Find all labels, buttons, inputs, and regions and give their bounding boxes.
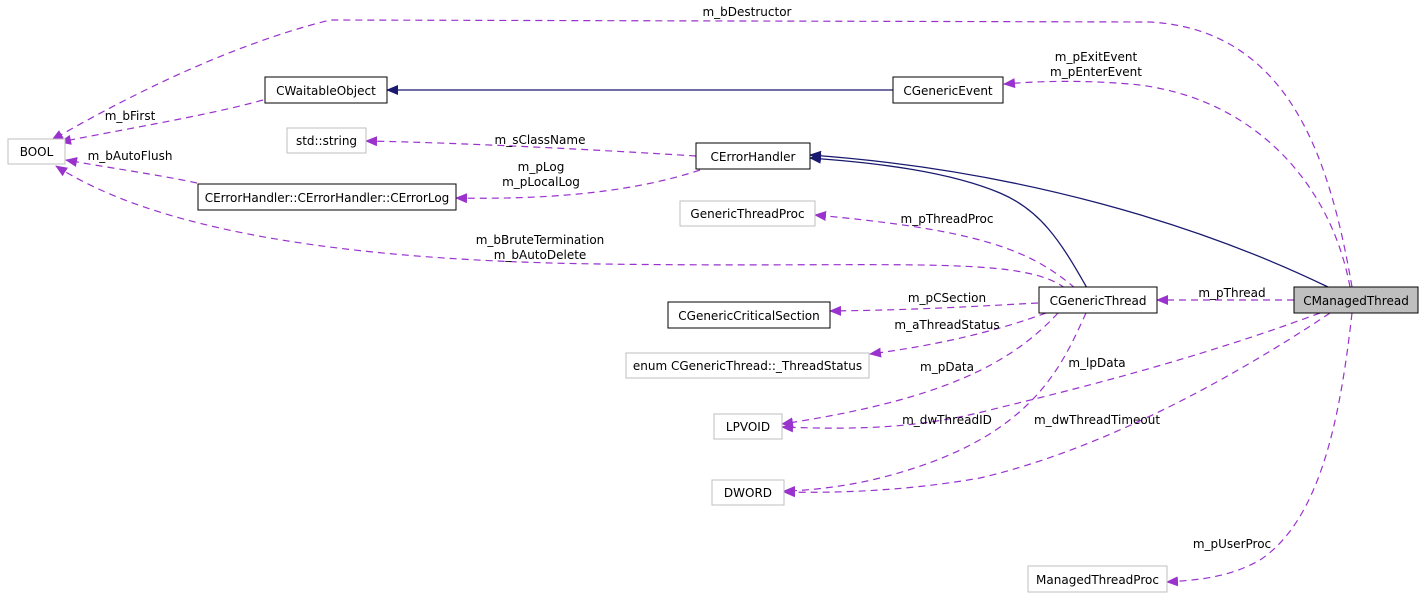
label-m-athreadstatus: m_aThreadStatus (894, 318, 999, 332)
edge-m-sclassname (365, 136, 697, 157)
edge-m-puserproc (1166, 312, 1353, 587)
node-cerrorlog-label: CErrorHandler::CErrorHandler::CErrorLog (205, 191, 450, 205)
node-managedthreadproc[interactable]: ManagedThreadProc (1027, 565, 1168, 593)
label-m-pcsection: m_pCSection (908, 291, 986, 305)
node-dword-label: DWORD (724, 486, 772, 500)
node-genericthreadproc-label: GenericThreadProc (690, 207, 804, 221)
node-cgenericthread-label: CGenericThread (1050, 294, 1147, 308)
node-cgenericcriticalsection[interactable]: CGenericCriticalSection (667, 301, 831, 329)
node-threadstatus[interactable]: enum CGenericThread::_ThreadStatus (625, 352, 870, 379)
node-threadstatus-label: enum CGenericThread::_ThreadStatus (633, 359, 862, 373)
edge-m-bbrutetermination (55, 165, 1066, 289)
label-m-lpdata: m_lpData (1068, 356, 1125, 370)
edge-m-lpdata (781, 312, 1321, 433)
edge-m-bfirst (59, 99, 264, 145)
edge-m-bautoflush (65, 157, 198, 184)
edge-m-pdata (781, 312, 1059, 428)
node-cerrorhandler-label: CErrorHandler (711, 150, 796, 164)
node-stdstring[interactable]: std::string (286, 127, 367, 154)
node-cwaitableobject[interactable]: CWaitableObject (264, 76, 388, 104)
node-bool-label: BOOL (20, 145, 54, 159)
node-cmanagedthread-label: CManagedThread (1303, 294, 1409, 308)
edge-m-pexitevent (1003, 78, 1351, 288)
nodes: BOOL CWaitableObject CGenericEvent std::… (7, 76, 1419, 593)
label-m-pthread: m_pThread (1198, 286, 1265, 300)
label-m-plocallog: m_pLocalLog (502, 175, 580, 189)
edge-labels: m_bDestructor m_pExitEvent m_pEnterEvent… (88, 5, 1272, 551)
node-cerrorhandler[interactable]: CErrorHandler (695, 142, 811, 170)
label-m-penterevent: m_pEnterEvent (1050, 65, 1142, 79)
edge-cgenericthread-to-cerrorhandler (809, 153, 1088, 289)
node-cwaitableobject-label: CWaitableObject (276, 84, 376, 98)
label-m-pthreadproc: m_pThreadProc (901, 212, 994, 226)
node-managedthreadproc-label: ManagedThreadProc (1036, 573, 1159, 587)
member-edges (51, 19, 1353, 587)
node-cerrorlog[interactable]: CErrorHandler::CErrorHandler::CErrorLog (197, 183, 457, 211)
node-cmanagedthread[interactable]: CManagedThread (1293, 286, 1419, 314)
label-m-pdata: m_pData (920, 360, 974, 374)
edge-m-pthreadproc (814, 211, 1076, 289)
node-lpvoid[interactable]: LPVOID (713, 413, 783, 440)
node-bool[interactable]: BOOL (7, 138, 66, 165)
node-cgenericevent-label: CGenericEvent (903, 84, 993, 98)
label-m-sclassname: m_sClassName (495, 133, 586, 147)
label-m-bfirst: m_bFirst (105, 109, 156, 123)
label-m-bautodelete: m_bAutoDelete (494, 248, 587, 262)
node-stdstring-label: std::string (296, 134, 357, 148)
edge-m-athreadstatus (869, 312, 1047, 358)
node-cgenericevent[interactable]: CGenericEvent (892, 76, 1004, 104)
label-m-bbrutetermination: m_bBruteTermination (476, 233, 605, 247)
node-lpvoid-label: LPVOID (726, 420, 770, 434)
node-cgenericthread[interactable]: CGenericThread (1038, 286, 1158, 314)
label-m-puserproc: m_pUserProc (1193, 537, 1271, 551)
label-m-dwthreadtimeout: m_dwThreadTimeout (1034, 413, 1160, 427)
label-m-dwthreadid: m_dwThreadID (902, 413, 992, 427)
edge-cmanagedthread-to-cerrorhandler (809, 150, 1329, 288)
node-dword[interactable]: DWORD (711, 479, 785, 506)
label-m-pexitevent: m_pExitEvent (1055, 50, 1138, 64)
label-m-bdestructor: m_bDestructor (702, 5, 791, 19)
edge-m-dwthreadtimeout (783, 312, 1331, 498)
edge-m-bdestructor (51, 19, 1353, 288)
edge-m-dwthreadid (783, 312, 1087, 496)
inheritance-edges (386, 85, 1329, 289)
node-genericthreadproc[interactable]: GenericThreadProc (679, 200, 816, 227)
node-cgenericcriticalsection-label: CGenericCriticalSection (678, 309, 819, 323)
edge-m-plog (455, 169, 701, 204)
label-m-bautoflush: m_bAutoFlush (88, 149, 173, 163)
label-m-plog: m_pLog (518, 160, 565, 174)
